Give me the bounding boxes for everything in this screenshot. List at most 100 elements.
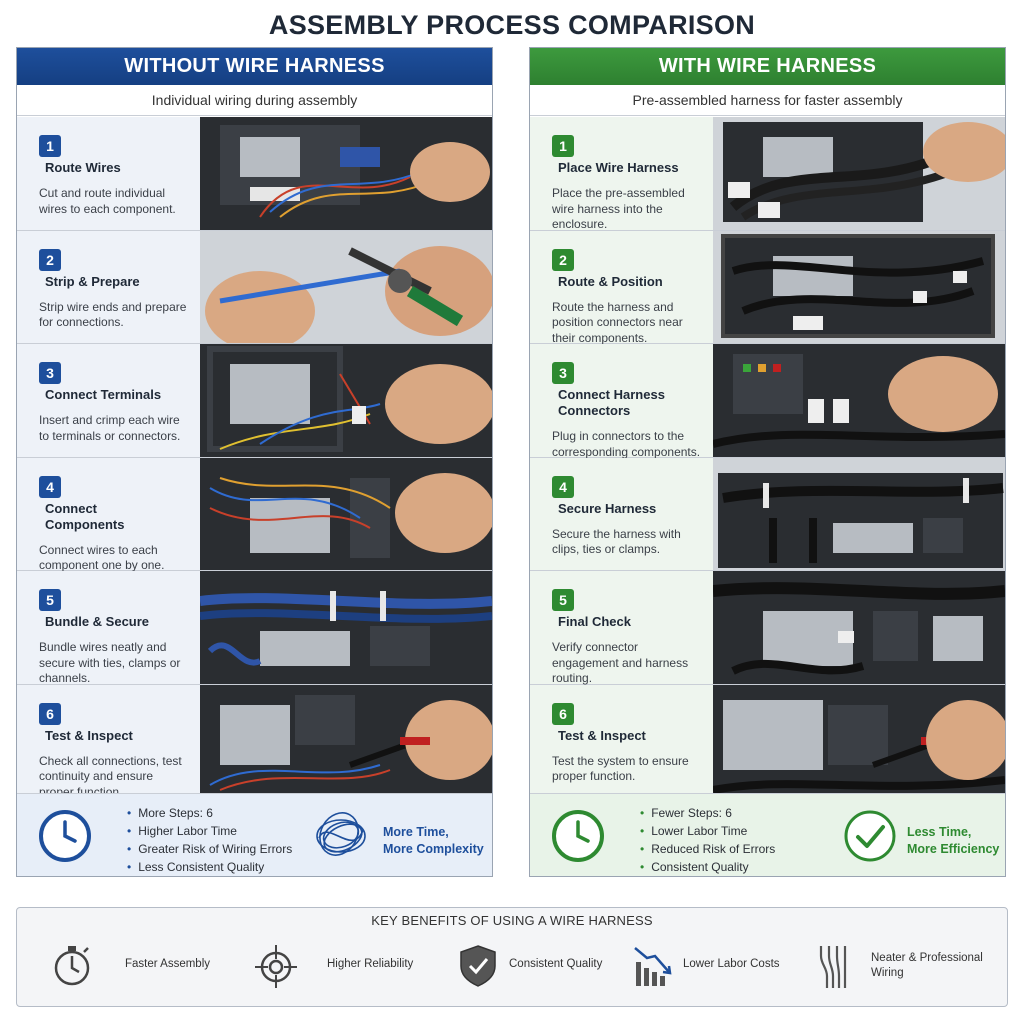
step-description: Cut and route individual wires to each c… [39, 186, 176, 216]
summary-item: More Steps: 6 [127, 804, 292, 822]
summary-item: Lower Labor Time [640, 822, 775, 840]
without-harness-summary-list: More Steps: 6 Higher Labor Time Greater … [127, 804, 292, 876]
step-title: Connect Components [45, 500, 125, 532]
clock-icon [552, 810, 604, 862]
without-harness-panel: WITHOUT WIRE HARNESS Individual wiring d… [16, 47, 493, 877]
tangled-wires-icon [316, 812, 366, 856]
tagline-line1: More Time, [383, 825, 449, 839]
summary-item: Greater Risk of Wiring Errors [127, 840, 292, 858]
step-description: Insert and crimp each wire to terminals … [39, 413, 181, 443]
step-photo-connect-harness [713, 344, 1005, 457]
step-number-badge: 6 [39, 702, 61, 725]
key-benefits-panel: KEY BENEFITS OF USING A WIRE HARNESS Fas… [16, 907, 1008, 1007]
step-number-badge: 3 [39, 362, 61, 384]
page-title: ASSEMBLY PROCESS COMPARISON [268, 10, 756, 40]
step-number-badge: 3 [552, 362, 574, 384]
step-description: Secure the harness with clips, ties or c… [552, 526, 681, 557]
step-description: Bundle wires neatly and secure with ties… [39, 640, 181, 685]
step-title: Final Check [558, 614, 631, 629]
with-harness-summary: Fewer Steps: 6 Lower Labor Time Reduced … [530, 793, 1005, 876]
summary-item: Higher Labor Time [127, 822, 292, 840]
benefit-label-line1: Neater & Professional [871, 952, 983, 964]
step-number-badge: 5 [552, 589, 574, 611]
stopwatch-icon [54, 946, 90, 986]
step-photo-final-check [713, 571, 1005, 684]
benefit-label: Consistent Quality [509, 958, 603, 970]
step-photo-connect-terminals [200, 344, 492, 457]
benefit-label: Higher Reliability [327, 958, 414, 970]
summary-item: Reduced Risk of Errors [640, 840, 775, 858]
without-harness-header: WITHOUT WIRE HARNESS [17, 48, 492, 85]
declining-chart-icon [634, 947, 672, 986]
summary-item: Less Consistent Quality [127, 858, 292, 876]
step-title: Test & Inspect [558, 727, 646, 743]
step-title: Bundle & Secure [45, 614, 150, 629]
checkmark-circle-icon [844, 810, 896, 862]
step-description: Route the harness and position connector… [552, 299, 683, 345]
step-photo-test-inspect [713, 684, 1005, 797]
summary-item: Fewer Steps: 6 [640, 804, 775, 822]
benefit-label: Faster Assembly [125, 958, 210, 970]
with-harness-summary-list: Fewer Steps: 6 Lower Labor Time Reduced … [640, 804, 775, 876]
step-photo-route-wires [200, 117, 492, 230]
step-title: Place Wire Harness [558, 160, 679, 175]
step-number-badge: 2 [39, 248, 61, 271]
with-harness-panel: WITH WIRE HARNESS Pre-assembled harness … [529, 47, 1006, 877]
step-photo-strip-wires [200, 230, 492, 343]
without-harness-tagline: More Time, More Complexity [383, 824, 484, 858]
step-description: Connect wires to each component one by o… [39, 542, 165, 573]
benefit-label: Lower Labor Costs [683, 958, 780, 970]
step-title: Connect Harness Connectors [558, 387, 665, 418]
step-title: Route & Position [558, 273, 663, 289]
step-number-badge: 6 [552, 702, 574, 725]
step-photo-bundle-wires [200, 571, 492, 684]
with-harness-subheader: Pre-assembled harness for faster assembl… [530, 85, 1005, 116]
step-number-badge: 4 [39, 475, 61, 498]
step-title: Route Wires [45, 160, 121, 175]
without-harness-summary: More Steps: 6 Higher Labor Time Greater … [17, 793, 492, 876]
step-photo-route-harness [713, 230, 1005, 343]
step-description: Plug in connectors to the corresponding … [552, 429, 701, 459]
neat-wires-icon [819, 946, 847, 988]
step-number-badge: 4 [552, 475, 574, 498]
step-title: Connect Terminals [45, 387, 162, 402]
step-title: Secure Harness [558, 500, 657, 516]
without-harness-subheader: Individual wiring during assembly [17, 85, 492, 116]
tagline-line2: More Efficiency [907, 842, 1000, 856]
step-photo-place-harness [713, 117, 1005, 230]
summary-item: Consistent Quality [640, 858, 775, 876]
tagline-line1: Less Time, [907, 825, 972, 839]
step-number-badge: 5 [39, 589, 61, 611]
shield-check-icon [460, 945, 496, 987]
with-harness-header: WITH WIRE HARNESS [530, 48, 1005, 85]
step-description: Place the pre-assembled wire harness int… [552, 186, 685, 231]
step-photo-secure-harness [713, 457, 1005, 570]
step-description: Strip wire ends and prepare for connecti… [39, 299, 187, 330]
benefit-label-line2: Wiring [871, 967, 904, 979]
key-benefits-heading: KEY BENEFITS OF USING A WIRE HARNESS [371, 913, 653, 928]
step-number-badge: 1 [552, 135, 574, 157]
step-title: Test & Inspect [45, 727, 133, 743]
step-photo-connect-components [200, 457, 492, 570]
step-number-badge: 2 [552, 248, 574, 271]
step-title: Strip & Prepare [45, 273, 140, 289]
step-description: Verify connector engagement and harness … [552, 640, 689, 685]
step-number-badge: 1 [39, 135, 61, 157]
tagline-line2: More Complexity [383, 842, 484, 856]
with-harness-tagline: Less Time, More Efficiency [907, 824, 999, 858]
